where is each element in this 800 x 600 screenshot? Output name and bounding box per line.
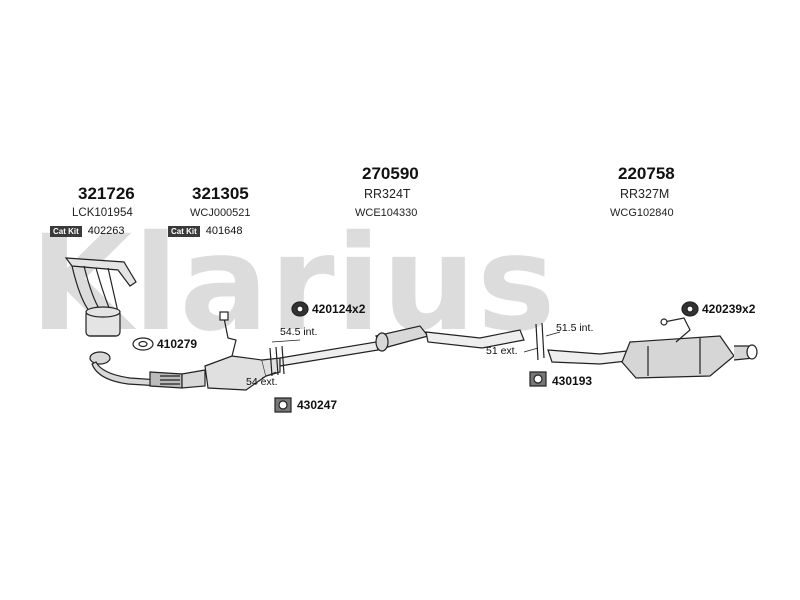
front-pipe[interactable] [89,351,206,389]
center-section[interactable] [279,325,525,367]
part-code-secondary: WCG102840 [610,207,674,219]
rubber-hanger-icon [291,301,309,317]
ref-430193[interactable]: 430193 [552,374,593,388]
part-number-220758[interactable]: 220758 [618,164,675,183]
dimension-label: 51.5 int. [556,322,594,334]
part-code: WCJ000521 [190,207,251,219]
part-number-321726[interactable]: 321726 [78,184,135,203]
cat-kit-number: 402263 [87,225,125,237]
cat-kit-number: 401648 [205,225,243,237]
cat-kit-label[interactable]: Cat Kit 401648 [168,225,243,237]
dimension-label: 54 ext. [246,376,278,388]
dimension-label: 54.5 int. [280,326,318,338]
mounting-rubber-icon [274,397,292,413]
exhaust-manifold[interactable] [64,257,137,337]
part-code: RR324T [364,187,411,201]
cat-kit-tag: Cat Kit [168,225,200,237]
pipe-joints [269,322,545,377]
rear-silencer[interactable] [547,317,758,379]
dimension-leaders [261,331,561,379]
ref-430247[interactable]: 430247 [297,398,338,412]
cat-kit-tag: Cat Kit [50,225,82,237]
part-number-321305[interactable]: 321305 [192,184,249,203]
part-code-secondary: WCE104330 [355,207,418,219]
ref-420239x2[interactable]: 420239x2 [702,302,756,316]
gasket-icon [132,337,154,351]
cat-kit-label[interactable]: Cat Kit 402263 [50,225,125,237]
rubber-hanger-icon [681,301,699,317]
hanger-icons [132,301,699,413]
ref-410279[interactable]: 410279 [157,337,198,351]
ref-420124x2[interactable]: 420124x2 [312,302,366,316]
mounting-rubber-icon [529,371,547,387]
part-code: RR327M [620,187,670,201]
part-number-270590[interactable]: 270590 [362,164,419,183]
dimension-label: 51 ext. [486,345,518,357]
part-code: LCK101954 [72,207,133,219]
